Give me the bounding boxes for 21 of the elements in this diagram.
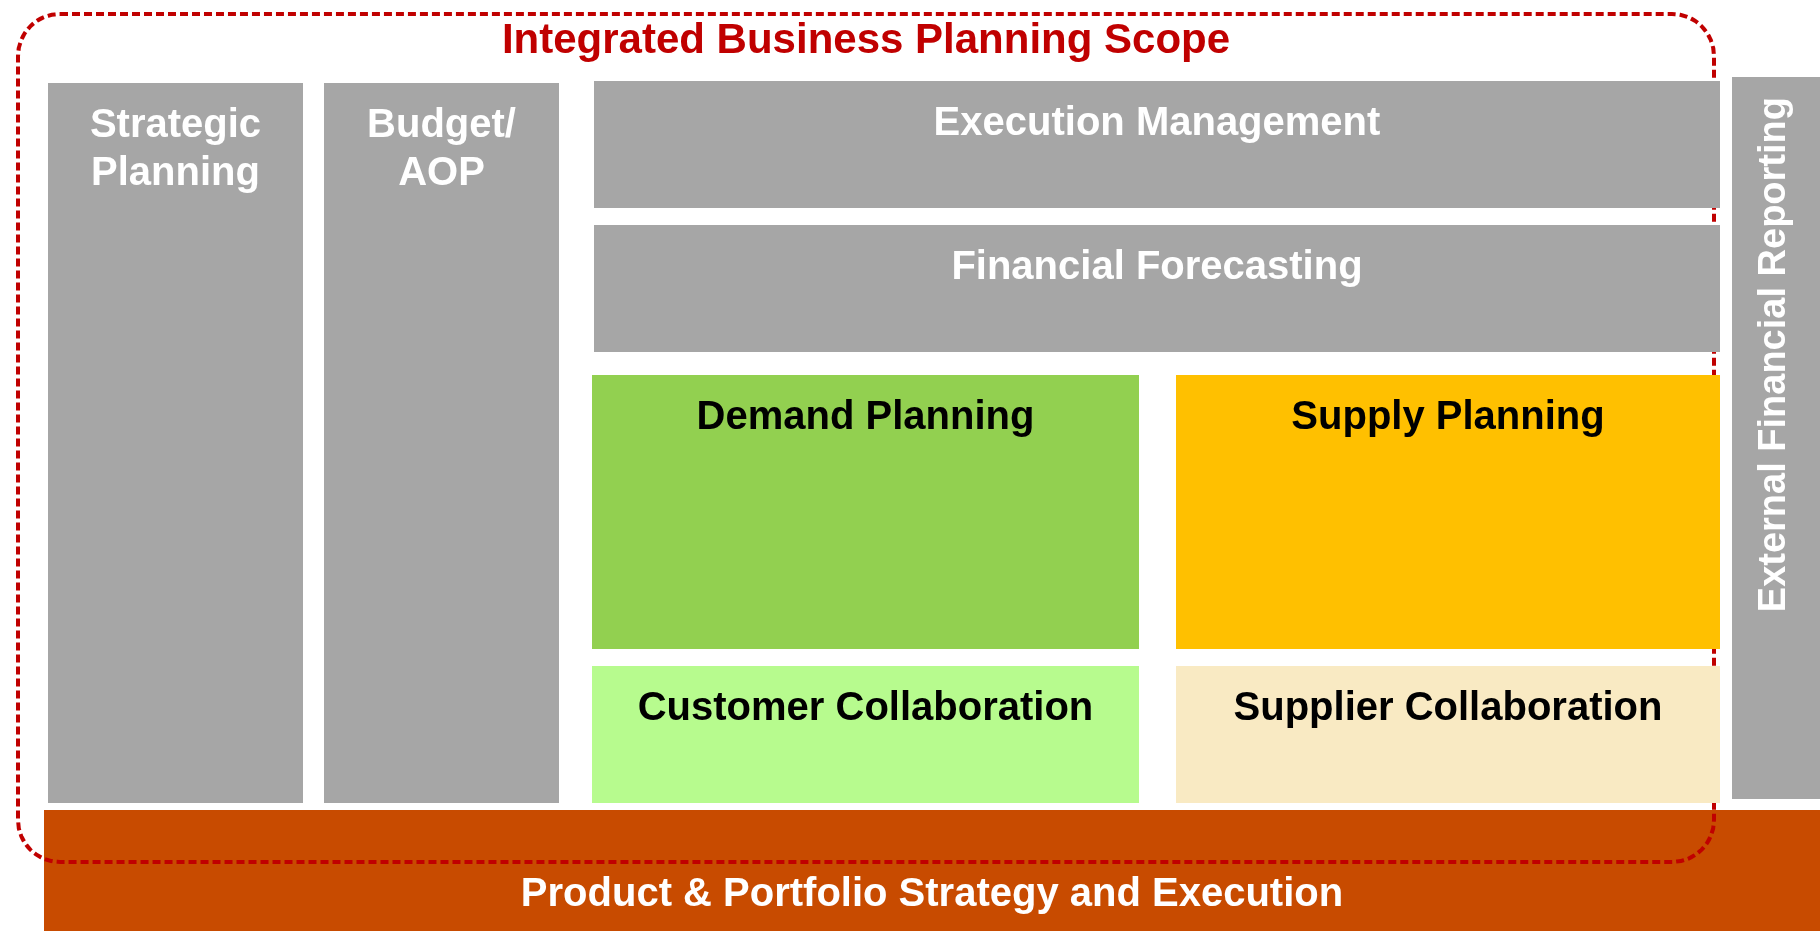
block-label: Execution Management (933, 98, 1381, 145)
foundation-bar (44, 810, 1820, 931)
block-label: Supplier Collaboration (1233, 683, 1663, 730)
planning-column (48, 83, 303, 803)
block-label: Strategic Planning (88, 100, 263, 195)
block-label: Product & Portfolio Strategy and Execution (520, 869, 1344, 916)
block-label: External Financial Reporting (1750, 97, 1794, 613)
collaboration-block (592, 666, 1139, 803)
block-label: Demand Planning (696, 392, 1035, 439)
planning-column (324, 83, 559, 803)
scope-title: Integrated Business Planning Scope (501, 14, 1231, 64)
reporting-column (1732, 77, 1820, 799)
planning-bar (594, 225, 1720, 352)
block-label: Budget/ AOP (366, 100, 517, 195)
planning-block (592, 375, 1139, 649)
collaboration-block (1176, 666, 1720, 803)
block-label: Supply Planning (1291, 392, 1605, 439)
block-label: Financial Forecasting (951, 242, 1363, 289)
planning-block (1176, 375, 1720, 649)
block-label: Customer Collaboration (637, 683, 1094, 730)
planning-bar (594, 81, 1720, 208)
